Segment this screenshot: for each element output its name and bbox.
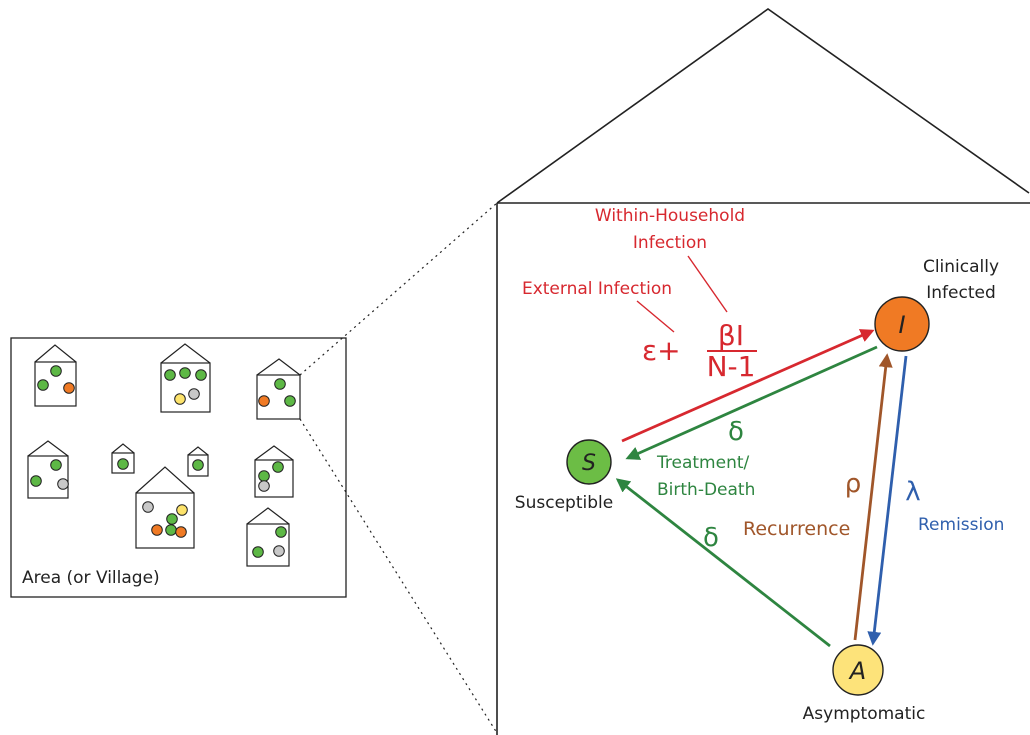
person-dot-green [195,369,207,381]
external-infection-pointer [636,300,675,333]
person-dot-green [166,513,178,525]
person-dot-gray [258,480,270,492]
node-infected-letter: I [898,311,905,339]
person-dot-green [165,524,177,536]
person-dot-green [37,379,49,391]
asymptomatic-label: Asymptomatic [803,704,926,724]
person-dot-orange [151,524,163,536]
person-dot-yellow [174,393,186,405]
person-dot-green [192,459,204,471]
person-dot-green [284,395,296,407]
delta-top: δ [728,417,744,447]
person-dot-green [50,459,62,471]
person-dot-green [258,470,270,482]
node-infected: I [874,296,930,352]
arrow-external-infection [621,329,875,443]
person-dot-green [117,458,129,470]
person-dot-orange [258,395,270,407]
external-infection-label: External Infection [522,279,672,299]
person-dot-yellow [176,504,188,516]
node-asymptomatic: A [832,644,884,696]
node-susceptible: S [566,439,612,485]
person-dot-gray [142,501,154,513]
infected-label-line1: Clinically [923,257,999,277]
rate-numerator: βI [718,319,744,352]
person-dot-green [272,461,284,473]
person-dot-green [179,367,191,379]
arrow-remission [867,355,908,646]
within-household-pointer [687,255,728,313]
delta-bottom: δ [703,523,719,553]
area-panel: Area (or Village) [10,337,347,598]
arrow-recurrence [853,353,893,641]
susceptible-label: Susceptible [515,493,613,513]
person-dot-green [252,546,264,558]
person-dot-orange [63,382,75,394]
person-dots [30,365,296,558]
treatment-label-line2: Birth-Death [657,480,755,500]
rate-denominator: N-1 [707,350,756,383]
node-susceptible-letter: S [582,451,596,476]
household-outline [496,8,1030,735]
within-household-label-line1: Within-Household [595,206,745,226]
within-household-label-line2: Infection [633,233,707,253]
person-dot-green [164,369,176,381]
zoom-line-bottom [299,418,498,734]
person-dot-green [274,378,286,390]
person-dot-green [30,475,42,487]
person-dot-gray [273,545,285,557]
person-dot-gray [57,478,69,490]
remission-label: Remission [918,515,1004,535]
infected-label-line2: Infected [926,283,996,303]
zoom-line-top [299,202,498,376]
person-dot-green [275,526,287,538]
rho-label: ρ [845,469,862,499]
rate-epsilon: ε+ [642,334,681,367]
person-dot-orange [175,526,187,538]
arrow-asymptomatic-to-susceptible [615,478,831,648]
recurrence-label: Recurrence [743,518,850,540]
person-dot-gray [188,388,200,400]
treatment-label-line1: Treatment/ [656,453,750,473]
arrow-treatment [625,345,878,460]
person-dot-green [50,365,62,377]
node-asymptomatic-letter: A [848,657,866,685]
lambda-label: λ [905,477,920,507]
area-label: Area (or Village) [22,568,160,588]
